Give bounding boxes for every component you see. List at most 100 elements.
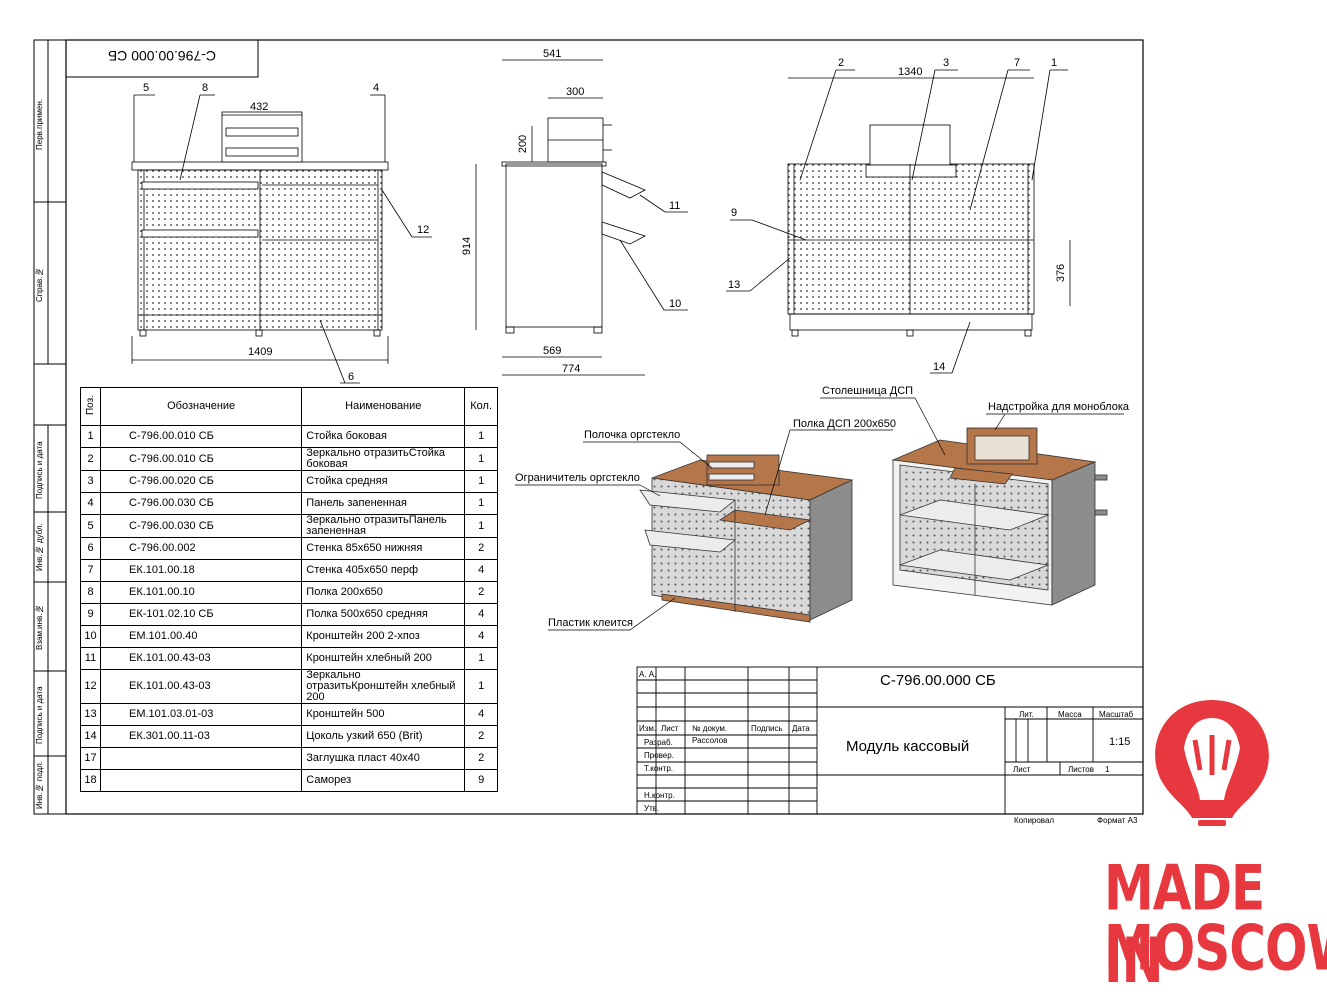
cell-qty: 2 [464,581,498,604]
stamp-row-ncontr: Н.контр. [644,791,675,800]
cell-pos: 7 [80,559,101,582]
cell-name: Панель запененная [301,492,466,515]
mirrored-doc-code: С-796.00.000 СБ [107,48,217,64]
cell-pos: 18 [80,769,101,792]
cell-code: С-796.00.030 СБ [99,492,303,515]
stamp-lit: Лит. [1019,710,1034,719]
stamp-scale-header: Масштаб [1099,710,1134,719]
side-label: Инв.№ дубл. [35,523,44,572]
cell-code: С-796.00.020 СБ [99,470,303,493]
cell-name: Зеркально отразитьПанель запененная [301,514,466,538]
logo-line-2: MOSCOW [1104,912,1327,985]
cell-name: Заглушка пласт 40х40 [301,747,466,770]
stamp-scale: 1:15 [1109,736,1131,748]
side-label: Подпись и дата [35,686,44,744]
callout-6: 6 [348,371,355,383]
cell-qty: 9 [464,769,498,792]
cell-pos: 1 [80,425,101,448]
side-label: Инв.№ подл. [35,760,44,810]
cell-qty: 4 [464,625,498,648]
dim-side-depth: 774 [562,363,581,375]
cell-qty: 1 [464,447,498,471]
iso-view-back [891,427,1108,606]
iso-view-front [639,454,854,623]
cell-name: Зеркально отразитьСтойка боковая [301,447,466,471]
stamp-row-tcontr: Т.контр. [644,764,674,773]
cell-pos: 2 [80,447,101,471]
balloon-logo-icon [1155,700,1269,826]
callout-4: 4 [373,82,380,94]
cell-code: ЕК-101.02.10 СБ [99,603,303,626]
cell-pos: 3 [80,470,101,493]
dim-back-width: 1340 [898,66,923,78]
cell-qty: 4 [464,559,498,582]
iso-label-monoblock: Надстройка для моноблока [988,401,1129,413]
cell-name: Кронштейн 200 2-хпоз [301,625,466,648]
callout-3: 3 [943,57,950,69]
cell-pos: 5 [80,514,101,538]
stamp-mass: Масса [1058,710,1082,719]
cell-qty: 2 [464,725,498,748]
cell-pos: 8 [80,581,101,604]
side-label: Подпись и дата [35,441,44,499]
cell-pos: 13 [80,703,101,726]
stamp-sheet: Лист [1013,765,1031,774]
side-label: Перв.примен. [35,99,44,151]
cell-pos: 17 [80,747,101,770]
cell-code: ЕМ.101.03.01-03 [99,703,303,726]
cell-code [99,769,303,792]
cell-code: С-796.00.010 СБ [99,425,303,448]
callout-8: 8 [202,82,209,94]
dim-side-200: 200 [517,134,530,154]
cell-name: Стойка боковая [301,425,466,448]
cell-name: Полка 200х650 [301,581,466,604]
cell-pos: 9 [80,603,101,626]
spec-header-code: Обозначение [99,387,303,426]
title-block [636,666,1144,815]
cell-qty: 1 [464,470,498,493]
side-strip [33,39,67,815]
dim-side-base: 569 [543,345,562,357]
spec-header-pos: Поз. [80,387,101,426]
cell-qty: 4 [464,603,498,626]
cell-name: Цоколь узкий 650 (Brit) [301,725,466,748]
cell-code: С-796.00.030 СБ [99,514,303,538]
cell-code: ЕМ.101.00.40 [99,625,303,648]
logo-line-1: MADE IN [1104,852,1265,997]
stamp-row-approve: Утв. [644,804,660,813]
cell-name: Стойка средняя [301,470,466,493]
iso-label-glass-shelf: Полочка оргстекло [584,429,681,441]
spec-header-qty: Кол. [464,387,498,426]
cell-qty: 2 [464,537,498,560]
callout-11: 11 [669,200,681,212]
cell-qty: 1 [464,647,498,670]
callout-2: 2 [838,57,845,69]
cell-qty: 1 [464,492,498,515]
cell-code: ЕК.101.00.10 [99,581,303,604]
callout-9: 9 [731,207,738,219]
cell-name: Полка 500х650 средняя [301,603,466,626]
stamp-copied: Копировал [1014,816,1055,825]
dim-back-376: 376 [1055,263,1068,283]
stamp-sheets-count: 1 [1105,765,1110,774]
stamp-row-dev: Разраб. [644,738,673,747]
side-label: Справ.№ [35,267,44,303]
cell-code: ЕК.101.00.43-03 [99,669,303,704]
callout-14: 14 [933,361,946,373]
dim-front-top: 432 [250,101,269,113]
cell-name: Зеркально отразитьКронштейн хлебный 200 [301,669,466,704]
cell-name: Стенка 85х650 нижняя [301,537,466,560]
cell-code [99,747,303,770]
cell-pos: 4 [80,492,101,515]
